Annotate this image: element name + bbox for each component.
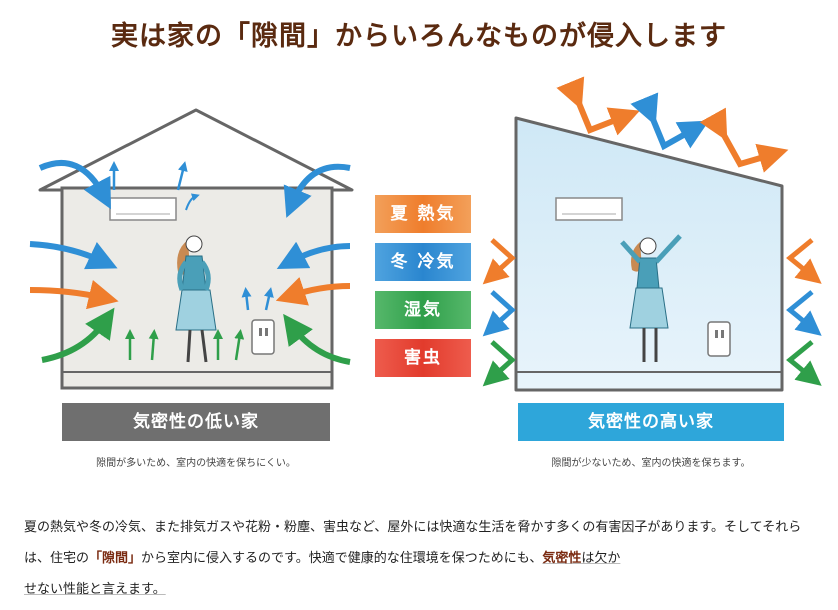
high-airtight-label: 気密性の高い家	[518, 403, 784, 441]
description-paragraph: 夏の熱気や冬の冷気、また排気ガスや花粉・粉塵、害虫など、屋外には快適な生活を脅か…	[24, 512, 814, 605]
high-airtight-note: 隙間が少ないため、室内の快適を保ちます。	[551, 458, 751, 469]
air-conditioner-icon	[555, 197, 623, 221]
category-humidity: 湿気	[375, 291, 471, 329]
low-airtight-label: 気密性の低い家	[62, 403, 330, 441]
category-summer-heat: 夏 熱気	[375, 195, 471, 233]
paragraph-text: は欠か	[581, 551, 621, 566]
illustration	[29, 76, 822, 392]
page-title: 実は家の「隙間」からいろんなものが侵入します	[111, 21, 727, 52]
woman-figure-icon	[175, 235, 217, 363]
highlight-airtightness: 気密性	[542, 551, 582, 566]
category-pests: 害虫	[375, 339, 471, 377]
paragraph-text: す。そしてそれらは、住宅の	[24, 520, 802, 566]
low-airtight-house	[29, 108, 354, 390]
highlight-gap: 「隙間」	[89, 551, 142, 566]
woman-figure-icon	[620, 234, 682, 362]
air-conditioner-icon	[109, 197, 177, 221]
low-airtight-note: 隙間が多いため、室内の快適を保ちにくい。	[96, 458, 296, 469]
category-winter-cold: 冬 冷気	[375, 243, 471, 281]
outlet-icon	[707, 321, 731, 357]
high-airtight-house	[482, 76, 822, 392]
paragraph-text: 夏の熱気や冬の冷気、また排気ガスや花粉・粉塵、害虫など、屋外には快適な生活を脅か…	[24, 520, 700, 535]
paragraph-text: せない性能と言えます。	[24, 582, 166, 597]
outlet-icon	[251, 319, 275, 355]
paragraph-text: から室内に侵入するのです。快適で健康的な住環境を保つためにも、	[141, 551, 543, 566]
